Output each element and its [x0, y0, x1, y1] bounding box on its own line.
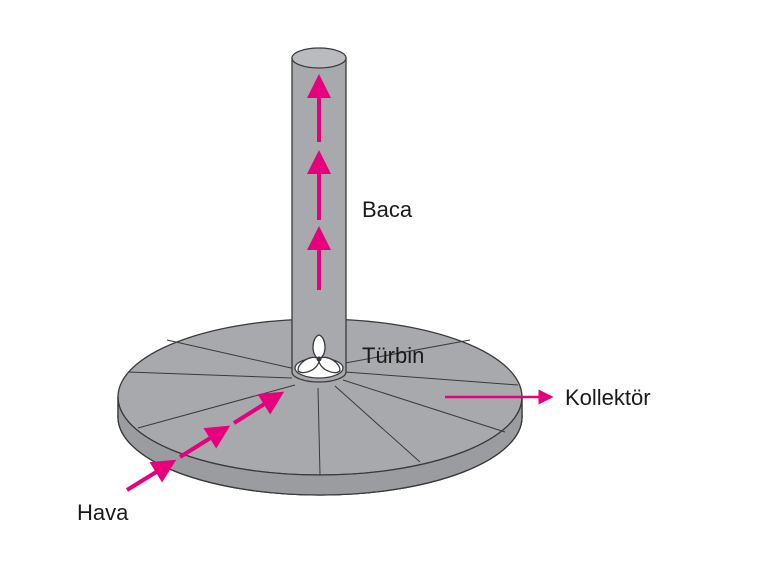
chimney-label: Baca [362, 197, 413, 222]
inflow-airflow-arrows [125, 391, 285, 492]
chimney-top-opening [291, 47, 347, 69]
turbine-icon [297, 334, 341, 374]
collector-segment-lines [127, 339, 519, 476]
air-label: Hava [77, 500, 129, 525]
inflow-arrow-2 [178, 425, 231, 459]
inflow-arrow-1 [125, 459, 177, 492]
inflow-arrow-3 [232, 391, 285, 425]
collector-label: Kollektör [565, 385, 651, 410]
turbine-label: Türbin [362, 343, 424, 368]
turbine-group [294, 334, 344, 379]
collector-front-face [117, 396, 523, 496]
